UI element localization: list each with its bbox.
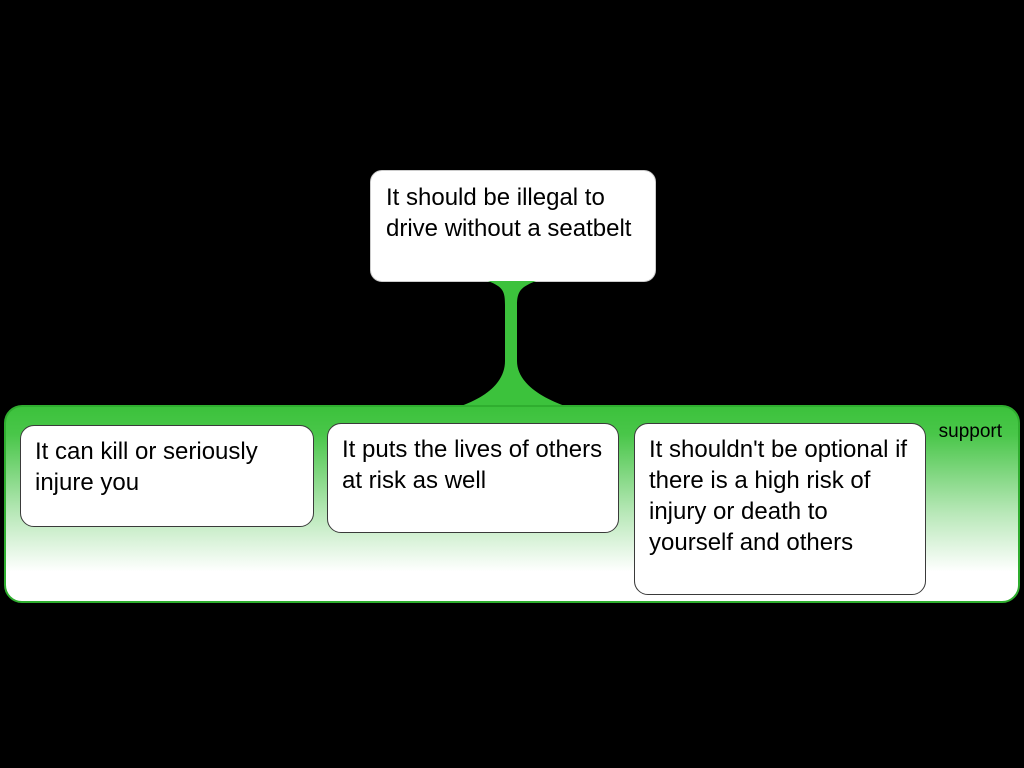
reason-node-1[interactable]: It can kill or seriously injure you xyxy=(20,425,314,527)
support-group-label: support xyxy=(938,421,1002,442)
reason-text: It can kill or seriously injure you xyxy=(35,438,258,496)
reason-text: It shouldn't be optional if there is a h… xyxy=(649,436,908,556)
support-group-panel[interactable]: support It can kill or seriously injure … xyxy=(4,405,1020,603)
reason-node-3[interactable]: It shouldn't be optional if there is a h… xyxy=(634,423,926,595)
connector-stem-shape xyxy=(458,281,568,407)
claim-text: It should be illegal to drive without a … xyxy=(386,184,632,242)
reason-node-2[interactable]: It puts the lives of others at risk as w… xyxy=(327,423,619,533)
support-connector xyxy=(458,281,568,407)
reason-text: It puts the lives of others at risk as w… xyxy=(342,436,603,494)
claim-node[interactable]: It should be illegal to drive without a … xyxy=(370,170,656,282)
